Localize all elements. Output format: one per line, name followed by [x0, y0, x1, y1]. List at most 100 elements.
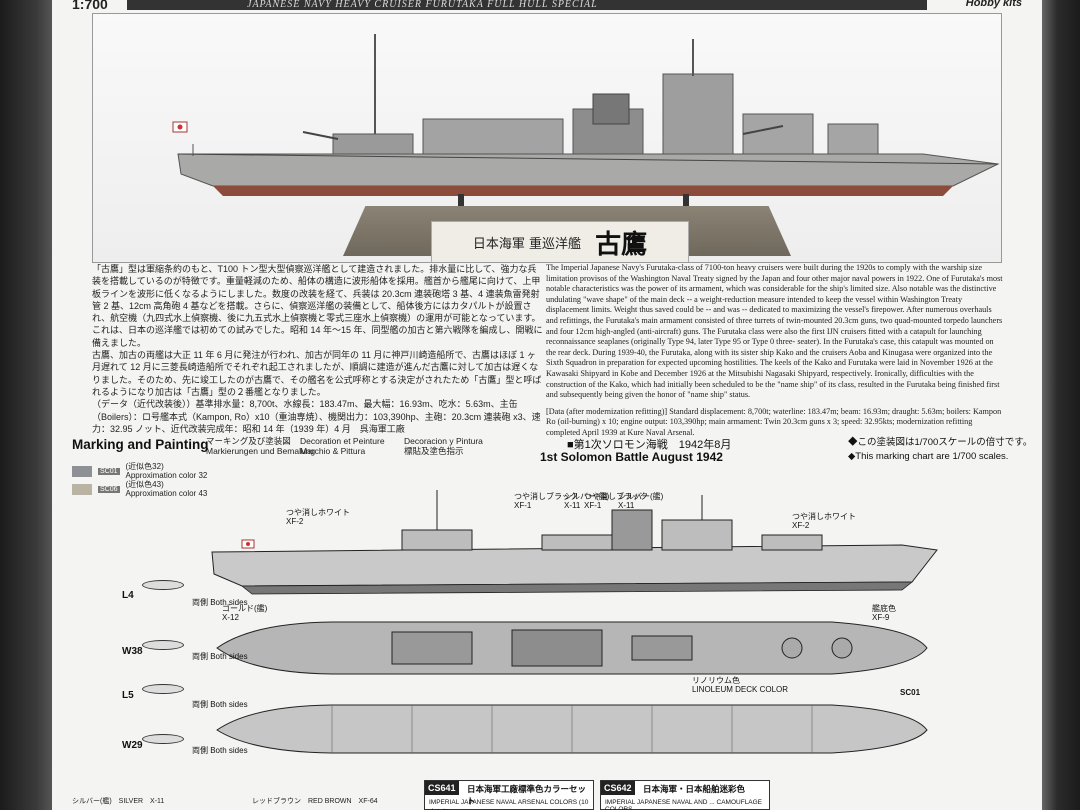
japanese-history-text: 「古鷹」型は軍縮条約のもと、T100 トン型大型偵察巡洋艦として建造されました。… [92, 263, 544, 435]
scale-label: 1:700 [72, 0, 108, 12]
side-view-drawing [211, 490, 938, 595]
swatch-label-en: Approximation color 32 [125, 471, 208, 480]
model-photo: 日本海軍 重巡洋艦 古鷹 [92, 13, 1002, 263]
callout-text: シルバー(艦) [564, 492, 610, 501]
plaque-ship-name: 古鷹 [595, 229, 648, 260]
callout-text: つや消しホワイト [286, 508, 350, 517]
both-sides-note: 両側 Both sides [192, 700, 248, 709]
marking-title: Marking and Painting [72, 437, 209, 452]
callout-sc01: SC01 [900, 688, 921, 697]
callout-xf2-left: つや消しホワイト XF-2 [286, 508, 350, 526]
swatch-sc01: SC01 (近似色32) Approximation color 32 [72, 462, 207, 480]
marking-fr-2: Marchio & Pittura [300, 446, 366, 456]
en-paragraph: [Data (after modernization refitting)] S… [546, 406, 1002, 437]
callout-x11-left: シルバー(艦) X-11 [564, 492, 609, 510]
callout-code: X-11 [618, 501, 635, 510]
binder-edge-right [1042, 0, 1080, 810]
marking-sub-de: Markierungen und Bemalung [206, 446, 316, 456]
cs-title: 日本海軍工廠標準色カラーセット [467, 784, 587, 806]
header: 1:700 JAPANESE NAVY HEAVY CRUISER FURUTA… [72, 0, 1022, 12]
boat-label-w29: W29 [122, 740, 143, 751]
battle-title-en: 1st Solomon Battle August 1942 [540, 450, 723, 464]
callout-xf9: 艦底色 XF-9 [872, 604, 896, 622]
callout-text: つや消しホワイト [792, 512, 856, 521]
callout-text: 艦底色 [872, 604, 896, 613]
footer: シルバー(艦) SILVER X-11 レッドブラウン RED BROWN XF… [72, 776, 1022, 810]
marking-fr-1: Decoration et Peinture [300, 436, 385, 446]
swatch-code: SC01 [98, 467, 120, 475]
callout-xf1-left: つや消しブラック XF-1 [514, 492, 578, 510]
boat-label-l5: L5 [122, 690, 134, 701]
color-set-cs642: CS642 日本海軍・日本船舶迷彩色 IMPERIAL JAPANESE NAV… [600, 780, 770, 810]
cs-sub: IMPERIAL JAPANESE NAVAL AND ... CAMOUFLA… [605, 799, 763, 810]
callout-xf2-right: つや消しホワイト XF-2 [792, 512, 856, 530]
battle-title-jp: ■第1次ソロモン海戦 1942年8月 [567, 439, 732, 451]
binder-edge-left [0, 0, 52, 810]
callout-code: XF-1 [514, 501, 532, 510]
paint-red-brown: レッドブラウン RED BROWN XF-64 [252, 798, 378, 805]
scale-note-en: ◆This marking chart are 1/700 scales. [848, 451, 1009, 462]
callout-code: X-11 [564, 501, 581, 510]
swatch-sc06: SC06 (近似色43) Approximation color 43 [72, 480, 207, 498]
callout-x12: ゴールド(艦) X-12 [222, 604, 267, 622]
swatch-label-jp: (近似色43) [125, 480, 164, 489]
callout-code: XF-1 [584, 501, 602, 510]
marking-sub-jp: マーキング及び塗装図 [206, 436, 291, 446]
color-swatch [72, 483, 92, 495]
instruction-sheet: 1:700 JAPANESE NAVY HEAVY CRUISER FURUTA… [52, 0, 1042, 810]
brand-logo: Hobby kits [965, 0, 1022, 9]
plaque-subtitle: 日本海軍 重巡洋艦 [472, 236, 582, 252]
both-sides-note: 両側 Both sides [192, 652, 248, 661]
callout-code: X-12 [222, 613, 239, 622]
boat-icon [142, 580, 184, 590]
both-sides-note: 両側 Both sides [192, 746, 248, 755]
callout-code: XF-9 [872, 613, 890, 622]
title-bar: JAPANESE NAVY HEAVY CRUISER FURUTAKA FUL… [127, 0, 927, 10]
swatch-label-jp: (近似色32) [125, 462, 164, 471]
callout-code: LINOLEUM DECK COLOR [692, 685, 789, 694]
cs-title: 日本海軍・日本船舶迷彩色 [643, 784, 746, 794]
cs-sub: IMPERIAL JAPANESE NAVAL ARSENAL COLORS (… [429, 799, 589, 810]
callout-x11-right: シルバー(艦) X-11 [618, 492, 663, 510]
callout-text: リノリウム色 [692, 676, 740, 685]
color-swatch [72, 465, 92, 477]
callout-text: シルバー(艦) [618, 492, 664, 501]
swatch-code: SC06 [98, 485, 120, 493]
scale-note: ◆この塗装図は1/700スケールの倍寸です。 ◆This marking cha… [848, 436, 1032, 464]
boat-label-w38: W38 [122, 646, 143, 657]
deck-view-drawing [216, 704, 928, 754]
name-plaque: 日本海軍 重巡洋艦 古鷹 [431, 221, 689, 262]
marking-es: Decoracion y Pintura 標貼及塗色指示 [404, 436, 483, 456]
callout-code: XF-2 [286, 517, 304, 526]
callout-code: XF-2 [792, 521, 810, 530]
jp-paragraph: 「古鷹」型は軍縮条約のもと、T100 トン型大型偵察巡洋艦として建造されました。… [92, 264, 543, 348]
swatch-label: (近似色32) Approximation color 32 [126, 462, 208, 480]
marking-fr: Decoration et Peinture Marchio & Pittura [300, 436, 385, 456]
english-history-text: The Imperial Japanese Navy's Furutaka-cl… [546, 263, 1004, 445]
boat-icon [142, 640, 184, 650]
marking-es-1: Decoracion y Pintura [404, 436, 483, 446]
callout-linoleum: リノリウム色 LINOLEUM DECK COLOR [692, 676, 788, 694]
marking-es-2: 標貼及塗色指示 [404, 446, 464, 456]
both-sides-note: 両側 Both sides [192, 598, 248, 607]
cs-code: CS641 [425, 781, 459, 795]
callout-text: つや消しブラック [514, 492, 578, 501]
callout-text: ゴールド(艦) [222, 604, 268, 613]
top-view-drawing [216, 621, 928, 675]
color-set-cs641: CS641 日本海軍工廠標準色カラーセット IMPERIAL JAPANESE … [424, 780, 594, 810]
jp-paragraph: （データ（近代改装後））基準排水量：8,700t、水線長：183.47m、最大幅… [92, 399, 541, 434]
boat-icon [142, 684, 184, 694]
en-paragraph: The Imperial Japanese Navy's Furutaka-cl… [546, 263, 1003, 400]
swatch-label: (近似色43) Approximation color 43 [126, 480, 208, 498]
scale-note-jp: ◆この塗装図は1/700スケールの倍寸です。 [848, 437, 1033, 448]
callout-text: つや消しブラック [584, 492, 648, 501]
boat-icon [142, 734, 184, 744]
cs-code: CS642 [601, 781, 635, 795]
paint-silver: シルバー(艦) SILVER X-11 [72, 798, 165, 805]
callout-xf1-right: つや消しブラック XF-1 [584, 492, 648, 510]
marking-subtitle: マーキング及び塗装図 Markierungen und Bemalung [206, 436, 315, 456]
boat-label-l4: L4 [122, 590, 134, 601]
jp-paragraph: 古鷹、加古の両艦は大正 11 年 6 月に発注が行われ、加古が同年の 11 月に… [92, 350, 542, 397]
swatch-label-en: Approximation color 43 [125, 489, 208, 498]
cruiser-model-illustration [172, 34, 1000, 214]
